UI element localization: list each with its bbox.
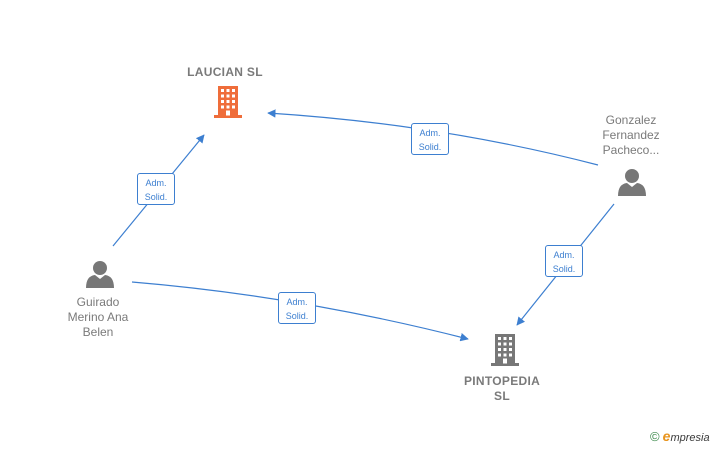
building-icon[interactable] xyxy=(212,85,244,120)
person-name-line: Pacheco... xyxy=(602,143,660,157)
person-name-line: Guirado xyxy=(76,295,120,309)
company-name-line: PINTOPEDIA xyxy=(463,374,541,388)
badge-line: Solid. xyxy=(285,311,309,321)
brand-e: e xyxy=(662,428,671,444)
role-badge-gonzalez-pintopedia[interactable]: Adm. Solid. xyxy=(545,245,583,277)
badge-line: Adm. xyxy=(419,128,441,138)
badge-line: Solid. xyxy=(552,264,576,274)
company-pintopedia-label[interactable]: PINTOPEDIA SL xyxy=(452,374,552,404)
person-name-line: Merino Ana xyxy=(67,310,129,324)
company-name-line: SL xyxy=(494,389,510,403)
badge-line: Adm. xyxy=(286,297,308,307)
copyright-icon: © xyxy=(650,429,660,444)
role-badge-guirado-laucian[interactable]: Adm. Solid. xyxy=(137,173,175,205)
role-badge-guirado-pintopedia[interactable]: Adm. Solid. xyxy=(278,292,316,324)
person-icon[interactable] xyxy=(617,167,647,197)
person-name-line: Fernandez xyxy=(602,128,660,142)
person-name-line: Belen xyxy=(82,325,114,339)
person-gonzalez-label[interactable]: Gonzalez Fernandez Pacheco... xyxy=(576,113,686,158)
empresia-logo: © empresia xyxy=(650,428,710,444)
building-icon[interactable] xyxy=(489,333,521,368)
person-icon[interactable] xyxy=(85,259,115,289)
person-guirado-label[interactable]: Guirado Merino Ana Belen xyxy=(48,295,148,340)
person-name-line: Gonzalez xyxy=(605,113,657,127)
role-badge-gonzalez-laucian[interactable]: Adm. Solid. xyxy=(411,123,449,155)
badge-line: Adm. xyxy=(553,250,575,260)
badge-line: Solid. xyxy=(144,192,168,202)
company-laucian-label[interactable]: LAUCIAN SL xyxy=(187,65,263,79)
badge-line: Solid. xyxy=(418,142,442,152)
brand-name: mpresia xyxy=(670,432,710,444)
badge-line: Adm. xyxy=(145,178,167,188)
